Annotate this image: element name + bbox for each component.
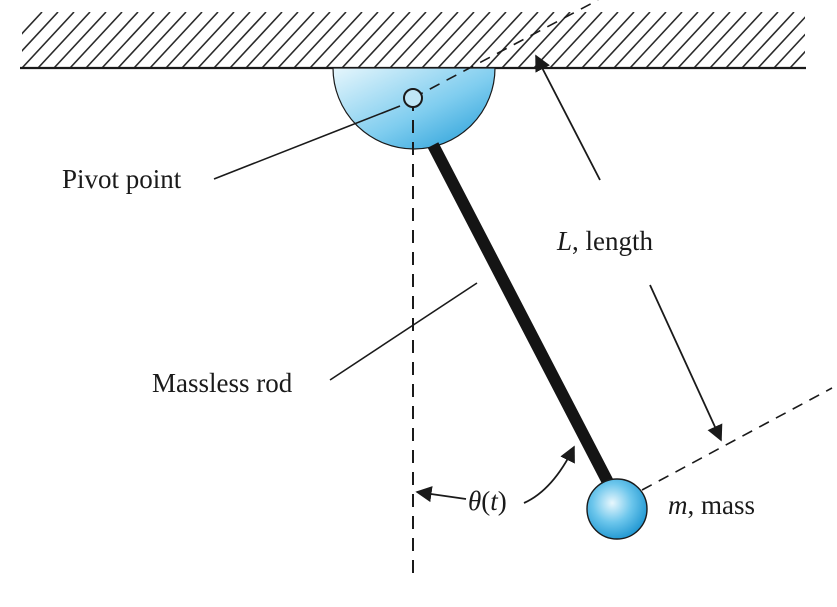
pivot-leader-line: [213, 105, 401, 180]
hatch-line: [69, 12, 123, 68]
ceiling-hatching: [22, 12, 837, 68]
hatch-line: [22, 12, 43, 35]
length-text: , length: [572, 226, 653, 256]
length-dimension-arrow: [535, 54, 601, 181]
massless-rod: [427, 142, 618, 493]
rod-extension-dashed-line: [412, 0, 599, 99]
hatch-line: [677, 12, 731, 68]
hatch-line: [661, 12, 715, 68]
hatch-line: [773, 33, 805, 68]
length-dimension-arrow-lower: [649, 284, 723, 442]
hatch-line: [373, 12, 427, 68]
hatch-line: [693, 12, 747, 68]
mass-reference-dashed-line: [641, 387, 833, 491]
rod-leader-line: [329, 282, 478, 381]
hatch-line: [789, 50, 805, 68]
hatch-line: [117, 12, 171, 68]
angle-theta: θ: [468, 486, 481, 516]
hatch-line: [613, 12, 667, 68]
hatch-line: [549, 12, 603, 68]
hatch-line: [181, 12, 235, 68]
angle-variable: t: [490, 486, 499, 516]
hatch-line: [293, 12, 347, 68]
massless-rod-label: Massless rod: [152, 368, 293, 398]
hatch-line: [437, 12, 491, 68]
hatch-line: [469, 12, 523, 68]
mass-symbol: m: [668, 490, 688, 520]
hatch-line: [806, 12, 837, 68]
hatch-line: [101, 12, 155, 68]
angle-close-paren: ): [498, 486, 507, 516]
mass-label: m, mass: [668, 490, 755, 520]
hatch-line: [421, 12, 475, 68]
hatch-line: [309, 12, 363, 68]
hatch-line: [709, 12, 763, 68]
hatch-line: [229, 12, 283, 68]
hatch-line: [822, 12, 837, 68]
angle-arrow-right: [523, 445, 575, 504]
hatch-line: [757, 16, 805, 68]
hatch-line: [197, 12, 251, 68]
hatch-line: [85, 12, 139, 68]
hatch-line: [725, 12, 779, 68]
hatch-line: [597, 12, 651, 68]
hatch-line: [22, 12, 59, 52]
hatch-line: [501, 12, 555, 68]
hatch-line: [213, 12, 267, 68]
hatch-line: [565, 12, 619, 68]
hatch-line: [517, 12, 571, 68]
length-symbol: L: [556, 226, 572, 256]
mass-bob: [586, 478, 648, 540]
hatch-line: [405, 12, 459, 68]
hatch-line: [37, 12, 91, 68]
hatch-line: [245, 12, 299, 68]
hatch-line: [165, 12, 219, 68]
hatch-line: [357, 12, 411, 68]
length-label: L, length: [556, 226, 654, 256]
hatch-line: [629, 12, 683, 68]
hatch-line: [485, 12, 539, 68]
hatch-line: [277, 12, 331, 68]
hatch-line: [453, 12, 507, 68]
hatch-line: [741, 12, 795, 68]
hatch-line: [22, 12, 75, 68]
hatch-line: [149, 12, 203, 68]
hatch-line: [645, 12, 699, 68]
angle-label: θ(t): [468, 486, 507, 516]
hatch-line: [261, 12, 315, 68]
angle-arrow-left: [415, 486, 467, 503]
hatch-line: [389, 12, 443, 68]
hatch-line: [533, 12, 587, 68]
hatch-line: [581, 12, 635, 68]
hatch-line: [325, 12, 379, 68]
angle-open-paren: (: [481, 486, 490, 516]
hatch-line: [341, 12, 395, 68]
hatch-line: [133, 12, 187, 68]
mass-text: , mass: [688, 490, 756, 520]
pivot-point-label: Pivot point: [62, 164, 182, 194]
hatch-line: [53, 12, 107, 68]
pivot-pin: [403, 88, 423, 108]
